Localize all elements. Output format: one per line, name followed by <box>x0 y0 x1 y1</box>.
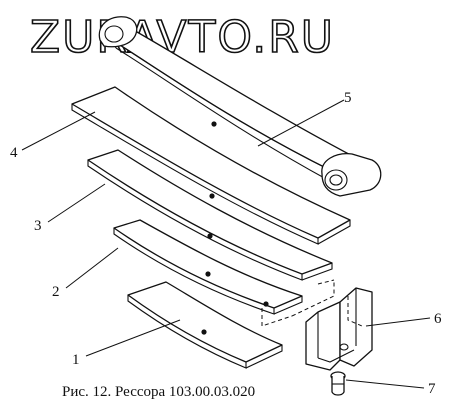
leaf-1 <box>127 281 283 369</box>
callout-3: 3 <box>34 218 42 234</box>
figure-caption: Рис. 12. Рессора 103.00.03.020 <box>62 384 256 400</box>
bolt-7 <box>330 371 346 396</box>
clamp-6 <box>305 287 373 371</box>
leaf-3 <box>87 149 333 281</box>
leaf-2 <box>113 219 303 315</box>
callout-2: 2 <box>52 284 60 300</box>
main-leaf-with-eyes <box>98 16 382 197</box>
callout-1: 1 <box>72 352 80 368</box>
leaf-4 <box>71 86 351 245</box>
callout-5: 5 <box>344 90 352 106</box>
watermark-text: ZURAVTO.RU <box>30 12 335 63</box>
callout-4: 4 <box>10 145 18 161</box>
callout-6: 6 <box>434 311 442 327</box>
leader-lines <box>21 99 431 389</box>
callout-7: 7 <box>428 381 436 397</box>
